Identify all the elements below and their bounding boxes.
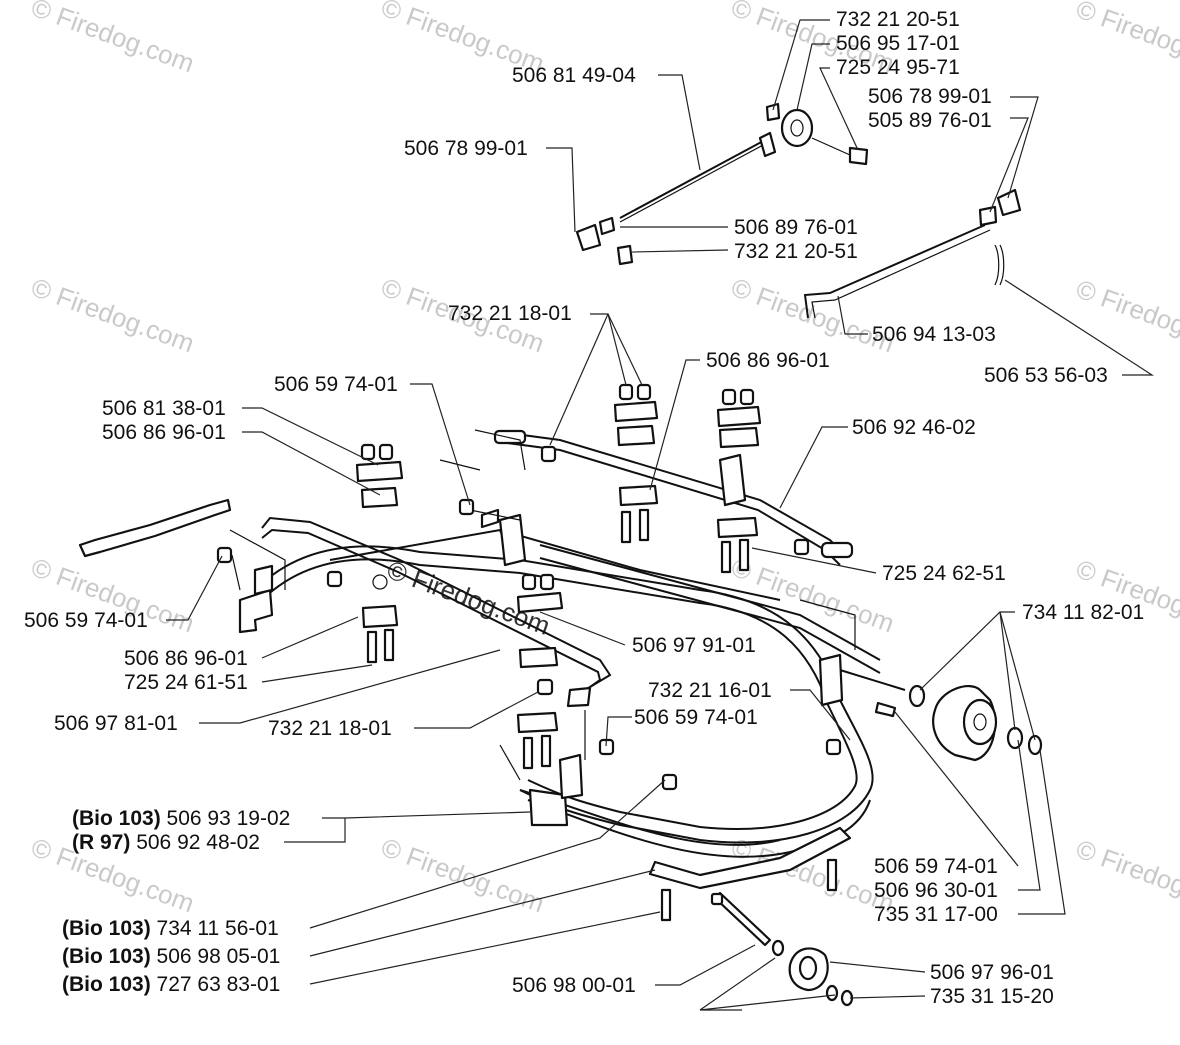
bio103-prefix: (Bio 103) — [62, 973, 151, 996]
svg-text:© Firedog.com: © Firedog.com — [1072, 274, 1180, 361]
r97-prefix: (R 97) — [72, 831, 130, 854]
strap-left — [78, 498, 232, 558]
label-bio103-506-93-19-02: (Bio 103) 506 93 19-02 — [72, 807, 290, 830]
label-506-78-99-01-right: 506 78 99-01 — [868, 85, 992, 108]
label-506-92-46-02: 506 92 46-02 — [852, 416, 976, 439]
part-number: 506 93 19-02 — [167, 807, 291, 830]
part-number: 727 63 83-01 — [157, 973, 281, 996]
center-post — [439, 429, 856, 707]
label-734-11-82-01: 734 11 82-01 — [1022, 601, 1144, 624]
label-506-86-96-01-top: 506 86 96-01 — [706, 349, 830, 372]
label-506-78-99-01-left: 506 78 99-01 — [404, 137, 528, 160]
label-506-98-00-01: 506 98 00-01 — [512, 974, 636, 997]
svg-text:© Firedog.com: © Firedog.com — [1072, 554, 1180, 641]
label-506-96-30-01: 506 96 30-01 — [874, 879, 998, 902]
svg-text:© Firedog.com: © Firedog.com — [27, 0, 198, 78]
right-roller — [839, 669, 1043, 762]
bracket-left — [238, 564, 274, 634]
part-number: 506 92 48-02 — [136, 831, 260, 854]
label-506-95-17-01: 506 95 17-01 — [836, 32, 960, 55]
label-506-97-96-01: 506 97 96-01 — [930, 961, 1054, 984]
label-bio103-734-11-56-01: (Bio 103) 734 11 56-01 — [62, 917, 279, 940]
label-bio103-506-98-05-01: (Bio 103) 506 98 05-01 — [62, 945, 280, 968]
bracket-bottom — [528, 753, 584, 827]
label-506-59-74-01-d: 506 59 74-01 — [874, 855, 998, 878]
bio103-prefix: (Bio 103) — [62, 917, 151, 940]
label-732-21-18-01-low: 732 21 18-01 — [268, 717, 392, 740]
label-506-53-56-03: 506 53 56-03 — [984, 364, 1108, 387]
part-number: 506 98 05-01 — [157, 945, 281, 968]
part-labels: 732 21 20-51 506 95 17-01 725 24 95-71 5… — [24, 8, 1144, 1008]
label-506-97-91-01: 506 97 91-01 — [632, 634, 756, 657]
label-506-59-74-01-a: 506 59 74-01 — [274, 373, 398, 396]
label-506-86-96-01-left: 506 86 96-01 — [102, 421, 226, 444]
bio103-prefix: (Bio 103) — [72, 807, 161, 830]
label-505-89-76-01: 505 89 76-01 — [868, 109, 992, 132]
label-506-81-38-01: 506 81 38-01 — [102, 397, 226, 420]
label-732-21-16-01: 732 21 16-01 — [648, 679, 772, 702]
label-725-24-95-71: 725 24 95-71 — [836, 56, 960, 79]
label-506-94-13-03: 506 94 13-03 — [872, 323, 996, 346]
svg-text:© Firedog.com: © Firedog.com — [27, 272, 198, 359]
clamp-stacks — [216, 383, 842, 922]
watermark-layer: © Firedog.com © Firedog.com © Firedog.co… — [27, 0, 1180, 920]
label-735-31-15-20: 735 31 15-20 — [930, 985, 1054, 1008]
label-bio103-727-63-83-01: (Bio 103) 727 63 83-01 — [62, 973, 280, 996]
label-735-31-17-00: 735 31 17-00 — [874, 903, 998, 926]
label-506-59-74-01-c: 506 59 74-01 — [634, 706, 758, 729]
hanger-rod — [261, 516, 612, 708]
label-732-21-18-01-top: 732 21 18-01 — [448, 302, 572, 325]
label-506-59-74-01-b: 506 59 74-01 — [24, 609, 148, 632]
part-number: 734 11 56-01 — [157, 917, 279, 940]
label-506-81-49-04: 506 81 49-04 — [512, 64, 636, 87]
label-r97-506-92-48-02: (R 97) 506 92 48-02 — [72, 831, 260, 854]
label-732-21-20-51-top: 732 21 20-51 — [836, 8, 960, 31]
svg-text:© Firedog.com: © Firedog.com — [1072, 834, 1180, 921]
label-506-97-81-01: 506 97 81-01 — [54, 712, 178, 735]
bio103-prefix: (Bio 103) — [62, 945, 151, 968]
svg-text:© Firedog.com: © Firedog.com — [1072, 0, 1180, 80]
label-725-24-61-51: 725 24 61-51 — [124, 671, 248, 694]
right-linkage — [803, 188, 1022, 319]
top-linkage — [575, 102, 869, 266]
label-506-86-96-01-low: 506 86 96-01 — [124, 647, 248, 670]
label-732-21-20-51-mid: 732 21 20-51 — [734, 240, 858, 263]
label-506-89-76-01: 506 89 76-01 — [734, 216, 858, 239]
bottom-roller — [710, 891, 854, 1007]
leader-lines — [166, 19, 1155, 1011]
skid-strap — [648, 826, 852, 890]
label-725-24-62-51: 725 24 62-51 — [882, 562, 1006, 585]
svg-text:© Firedog.com: © Firedog.com — [377, 832, 548, 919]
